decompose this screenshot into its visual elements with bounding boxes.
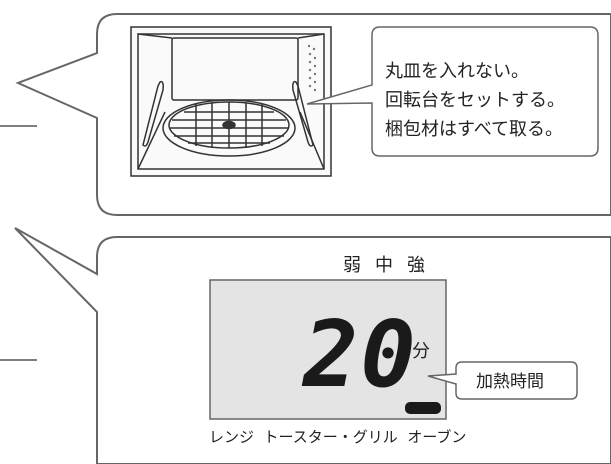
power-level-weak: 弱 [343, 255, 361, 276]
lcd-display [209, 279, 447, 420]
heating-time-bubble [427, 361, 578, 400]
note-line-1: 丸皿を入れない。 [385, 61, 529, 82]
turntable [162, 99, 296, 157]
note-bubble [306, 26, 599, 157]
display-time-value: 20 [301, 301, 418, 408]
power-level-medium: 中 [375, 255, 393, 276]
mode-labels: レンジ トースター・グリル オーブン [209, 428, 466, 446]
power-level-strong: 強 [407, 255, 425, 276]
note-line-2: 回転台をセットする。 [385, 90, 565, 111]
mode-indicator-bar [405, 402, 441, 414]
display-time-unit: 分 [412, 341, 430, 362]
oven-interior-illustration [130, 26, 332, 177]
bottom-callout: 弱 中 強 20 分 加熱時間 レンジ トースター・グリル オーブン [14, 227, 611, 464]
note-line-3: 梱包材はすべて取る。 [385, 119, 563, 140]
heating-time-label: 加熱時間 [476, 372, 544, 392]
vent-pattern [307, 44, 317, 92]
top-callout: 丸皿を入れない。 回転台をセットする。 梱包材はすべて取る。 [15, 13, 611, 216]
